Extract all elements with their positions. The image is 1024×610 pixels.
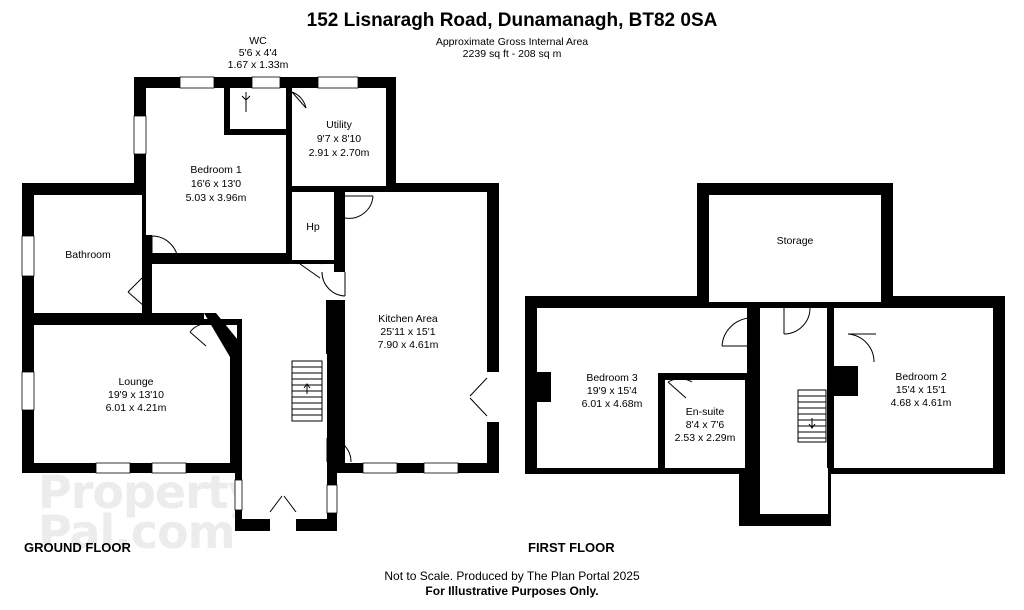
wall-ensuite-north: [658, 373, 753, 380]
window-kitchen-south-2: [423, 462, 459, 474]
label-lounge-dim-metric: 6.01 x 4.21m: [106, 402, 167, 414]
door-bedroom-3: [721, 317, 753, 347]
room-wc: [230, 88, 286, 130]
wall-bed1-east: [286, 88, 292, 264]
room-utility: [292, 88, 386, 186]
stairs-ground: [291, 360, 323, 422]
room-lounge: [34, 325, 237, 463]
wall-wc-south: [224, 129, 292, 135]
door-bathroom: [127, 277, 145, 307]
label-kitchen-name: Kitchen Area: [378, 313, 438, 325]
door-storage: [783, 307, 811, 335]
room-hp: [292, 192, 334, 260]
door-bed1: [151, 235, 179, 264]
label-bedroom3-dim-metric: 6.01 x 4.68m: [582, 398, 643, 410]
door-kitchen-north: [321, 271, 346, 297]
room-storage: [709, 195, 881, 302]
label-utility-name: Utility: [326, 119, 352, 131]
label-wc-name: WC: [249, 35, 267, 47]
room-hall-upper: [152, 264, 345, 319]
label-first-floor: FIRST FLOOR: [528, 540, 615, 555]
window-utility: [317, 76, 359, 89]
wall-wc-west: [224, 88, 230, 135]
first-floor-plan: Storage Bedroom 3 19'9 x 15'4 6.01 x 4.6…: [525, 183, 1005, 526]
door-kitchen-french: [469, 377, 488, 417]
room-bathroom: [34, 195, 142, 313]
label-lounge-dim-imperial: 19'9 x 13'10: [108, 389, 164, 401]
door-front: [269, 495, 297, 513]
label-bedroom2-dim-imperial: 15'4 x 15'1: [896, 384, 946, 396]
area-heading: Approximate Gross Internal Area: [435, 36, 589, 48]
label-bedroom1-dim-metric: 5.03 x 3.96m: [186, 192, 247, 204]
window-porch-west: [234, 479, 243, 511]
wall-landing-east: [827, 308, 834, 468]
label-bedroom1-dim-imperial: 16'6 x 13'0: [191, 178, 241, 190]
watermark-logo: Property Pal.com: [38, 465, 258, 559]
label-ensuite-dim-imperial: 8'4 x 7'6: [686, 419, 725, 431]
chimney-breast: [326, 300, 345, 354]
label-ensuite-dim-metric: 2.53 x 2.29m: [675, 432, 736, 444]
window-bed1-north: [179, 76, 215, 89]
label-kitchen-dim-metric: 7.90 x 4.61m: [378, 339, 439, 351]
label-bathroom-name: Bathroom: [65, 249, 111, 261]
footer-illustrative: For Illustrative Purposes Only.: [425, 584, 599, 598]
label-bedroom3-name: Bedroom 3: [586, 372, 638, 384]
door-ensuite: [667, 378, 693, 399]
label-ensuite-name: En-suite: [686, 406, 725, 418]
label-lounge-name: Lounge: [118, 376, 153, 388]
door-bedroom-2: [847, 333, 876, 363]
room-bedroom-2: [834, 308, 993, 468]
door-hp: [299, 260, 323, 279]
opening-kitchen-east: [487, 372, 499, 422]
label-bedroom2-name: Bedroom 2: [895, 371, 947, 383]
stairs-first: [797, 389, 827, 443]
window-bathroom: [21, 235, 35, 277]
wall-bath-east: [142, 235, 152, 293]
window-porch-east: [326, 484, 338, 514]
window-bed1-west: [133, 115, 147, 155]
opening-front-door: [270, 519, 296, 531]
chimney-bedroom-2: [834, 366, 858, 396]
chimney-bedroom-3: [537, 372, 551, 402]
footer-note: Not to Scale. Produced by The Plan Porta…: [384, 569, 640, 583]
door-kitchen-south: [326, 437, 352, 463]
door-lounge: [189, 323, 213, 347]
label-utility-dim-metric: 2.91 x 2.70m: [309, 147, 370, 159]
window-lounge-south-1: [95, 462, 131, 474]
label-bedroom3-dim-imperial: 19'9 x 15'4: [587, 385, 637, 397]
door-wc-arrow: [241, 92, 251, 112]
watermark-line-2: Pal.com: [38, 505, 236, 559]
wall-landing-west-upper: [747, 308, 753, 366]
wall-kitchen-west-lower: [327, 354, 331, 464]
label-hp-name: Hp: [306, 221, 320, 233]
label-ground-floor: GROUND FLOOR: [24, 540, 131, 555]
wall-lounge-east: [230, 345, 242, 469]
label-utility-dim-imperial: 9'7 x 8'10: [317, 133, 361, 145]
page-title: 152 Lisnaragh Road, Dunamanagh, BT82 0SA: [306, 10, 718, 31]
door-utility: [344, 195, 374, 219]
window-kitchen-south-1: [362, 462, 398, 474]
door-wc: [291, 91, 307, 109]
watermark-line-1: Property: [38, 465, 258, 519]
wall-lounge-corner: [204, 313, 242, 357]
room-ensuite: [665, 380, 745, 468]
wall-landing-west-lower: [745, 376, 753, 470]
label-bedroom2-dim-metric: 4.68 x 4.61m: [891, 397, 952, 409]
wall-ensuite-west: [658, 373, 665, 470]
area-value: 2239 sq ft - 208 sq m: [462, 48, 562, 60]
wall-lounge-north: [34, 313, 204, 325]
window-lounge-west: [21, 371, 35, 411]
window-lounge-south-2: [151, 462, 187, 474]
label-kitchen-dim-imperial: 25'11 x 15'1: [380, 326, 435, 338]
label-wc-dim-metric: 1.67 x 1.33m: [228, 59, 289, 71]
ground-floor-plan: WC 5'6 x 4'4 1.67 x 1.33m Utility 9'7 x …: [21, 35, 499, 531]
label-wc-dim-imperial: 5'6 x 4'4: [239, 47, 278, 59]
label-storage-name: Storage: [777, 235, 814, 247]
label-bedroom1-name: Bedroom 1: [190, 164, 242, 176]
wall-bed1-south: [146, 253, 292, 264]
window-wc: [251, 76, 281, 89]
room-kitchen: [345, 192, 487, 463]
wall-kitchen-west-upper: [334, 192, 345, 272]
